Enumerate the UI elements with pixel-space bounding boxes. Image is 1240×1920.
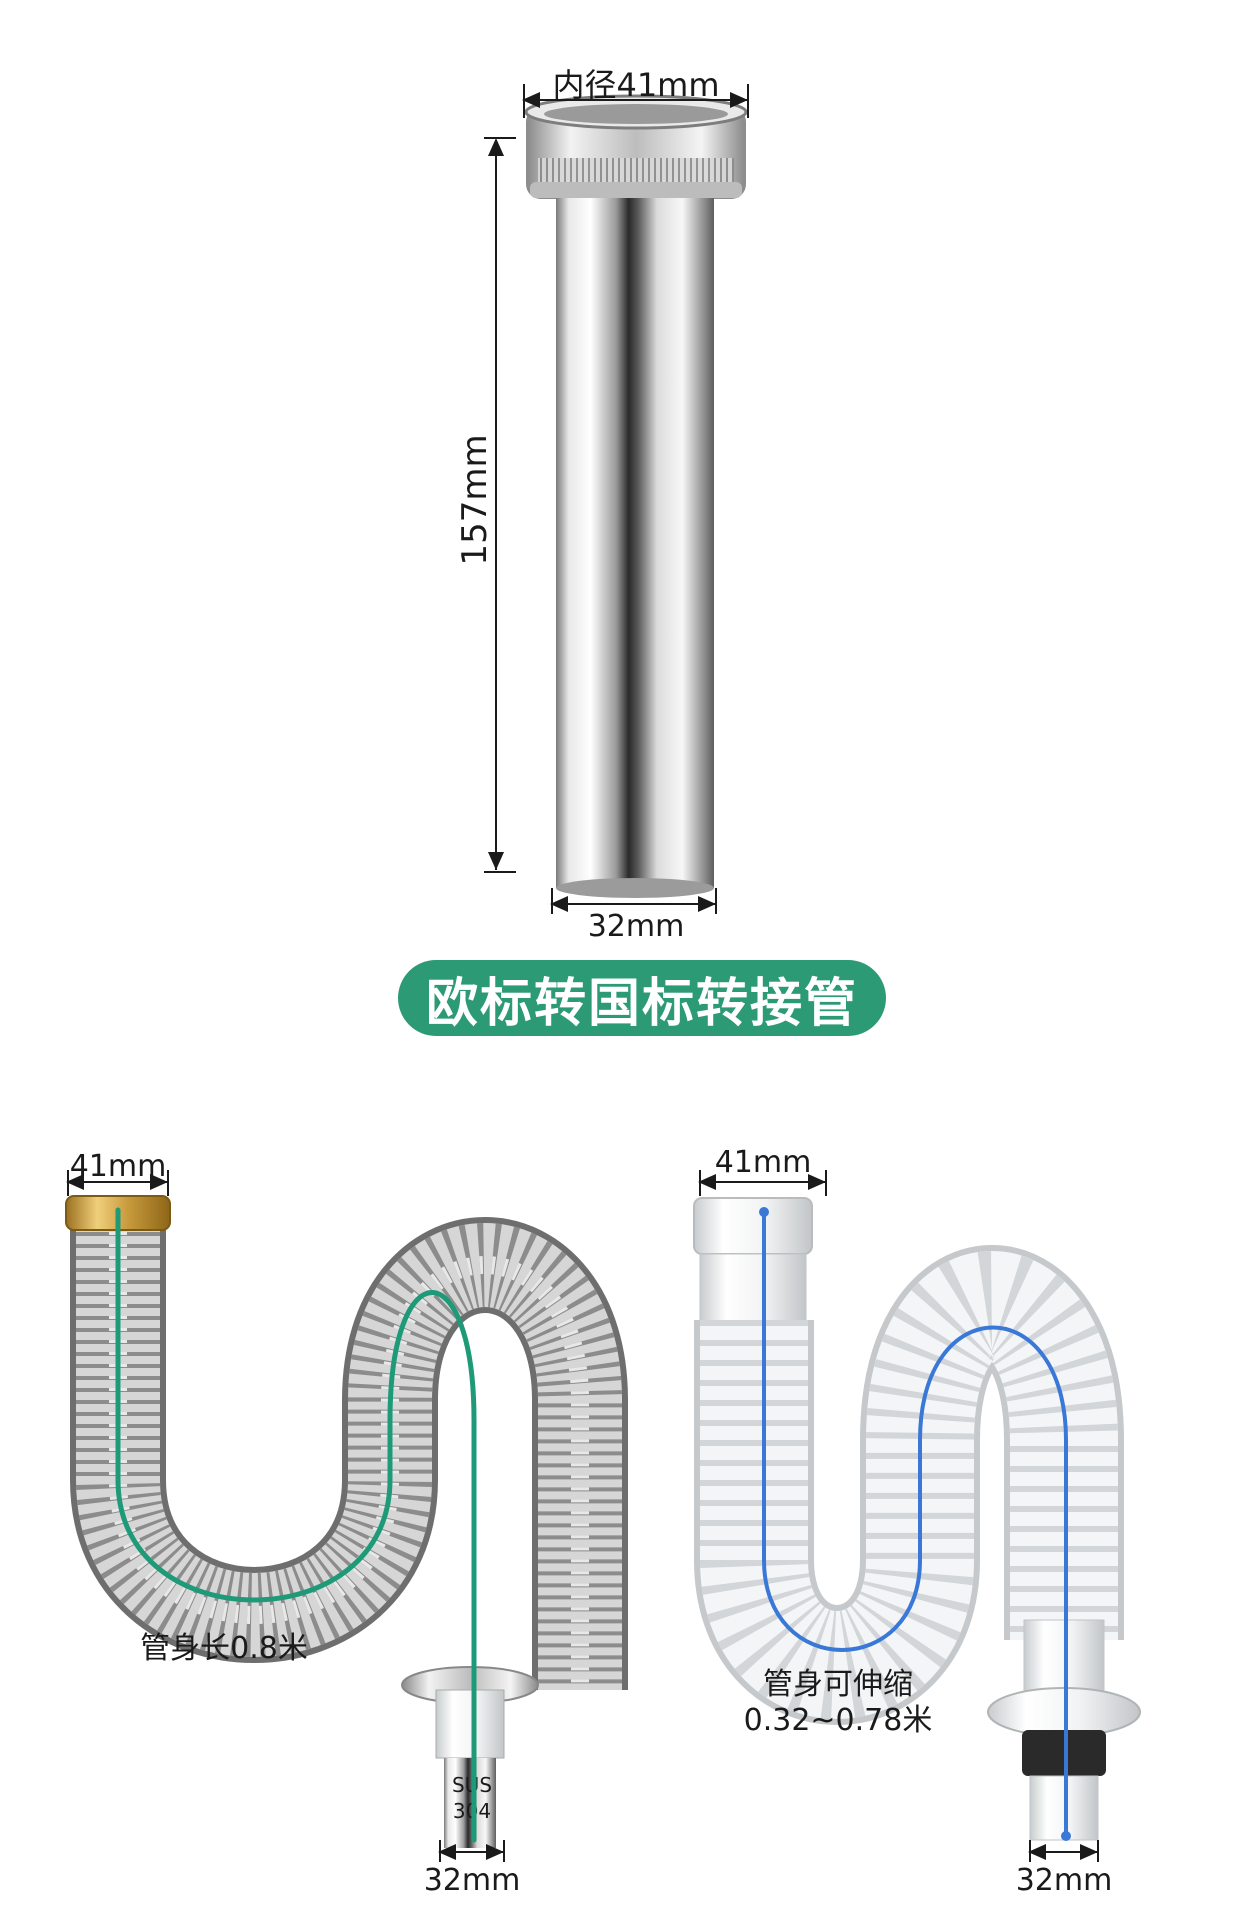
plastic-hose-caption-2: 0.32~0.78米	[744, 1703, 933, 1738]
steel-hose-bottom-label: 32mm	[424, 1863, 521, 1898]
top-inner-diameter-label: 内径41mm	[552, 66, 719, 104]
steel-hose-tailpiece	[444, 1758, 496, 1848]
top-length-label: 157mm	[455, 434, 495, 565]
plastic-hose-top-nut	[693, 1197, 813, 1255]
plastic-hose-bottom-label: 32mm	[1016, 1863, 1113, 1898]
plastic-hose-caption-1: 管身可伸缩	[763, 1667, 913, 1702]
plastic-hose	[693, 1197, 1141, 1841]
plastic-hose-centerline	[762, 1210, 1068, 1838]
top-bottom-diameter-label: 32mm	[588, 909, 685, 944]
product-title-banner: 欧标转国标转接管	[398, 960, 886, 1036]
steel-hose-top-label: 41mm	[70, 1149, 167, 1184]
top-adapter-pipe	[524, 94, 748, 898]
steel-hose-length-label: 管身长0.8米	[140, 1631, 308, 1666]
plastic-hose-dimensions: 41mm 管身可伸缩 0.32~0.78米 32mm	[698, 1145, 1113, 1898]
top-pipe-dimensions: 内径41mm 157mm 32mm	[455, 66, 749, 944]
steel-hose-dimensions: 41mm 管身长0.8米 32mm	[66, 1149, 521, 1898]
top-pipe-bottom-end	[556, 878, 714, 898]
top-pipe-body	[556, 198, 714, 888]
steel-hose: SUS 304	[65, 1195, 628, 1848]
steel-hose-centerline	[115, 1207, 477, 1843]
plastic-hose-top-label: 41mm	[715, 1145, 812, 1180]
